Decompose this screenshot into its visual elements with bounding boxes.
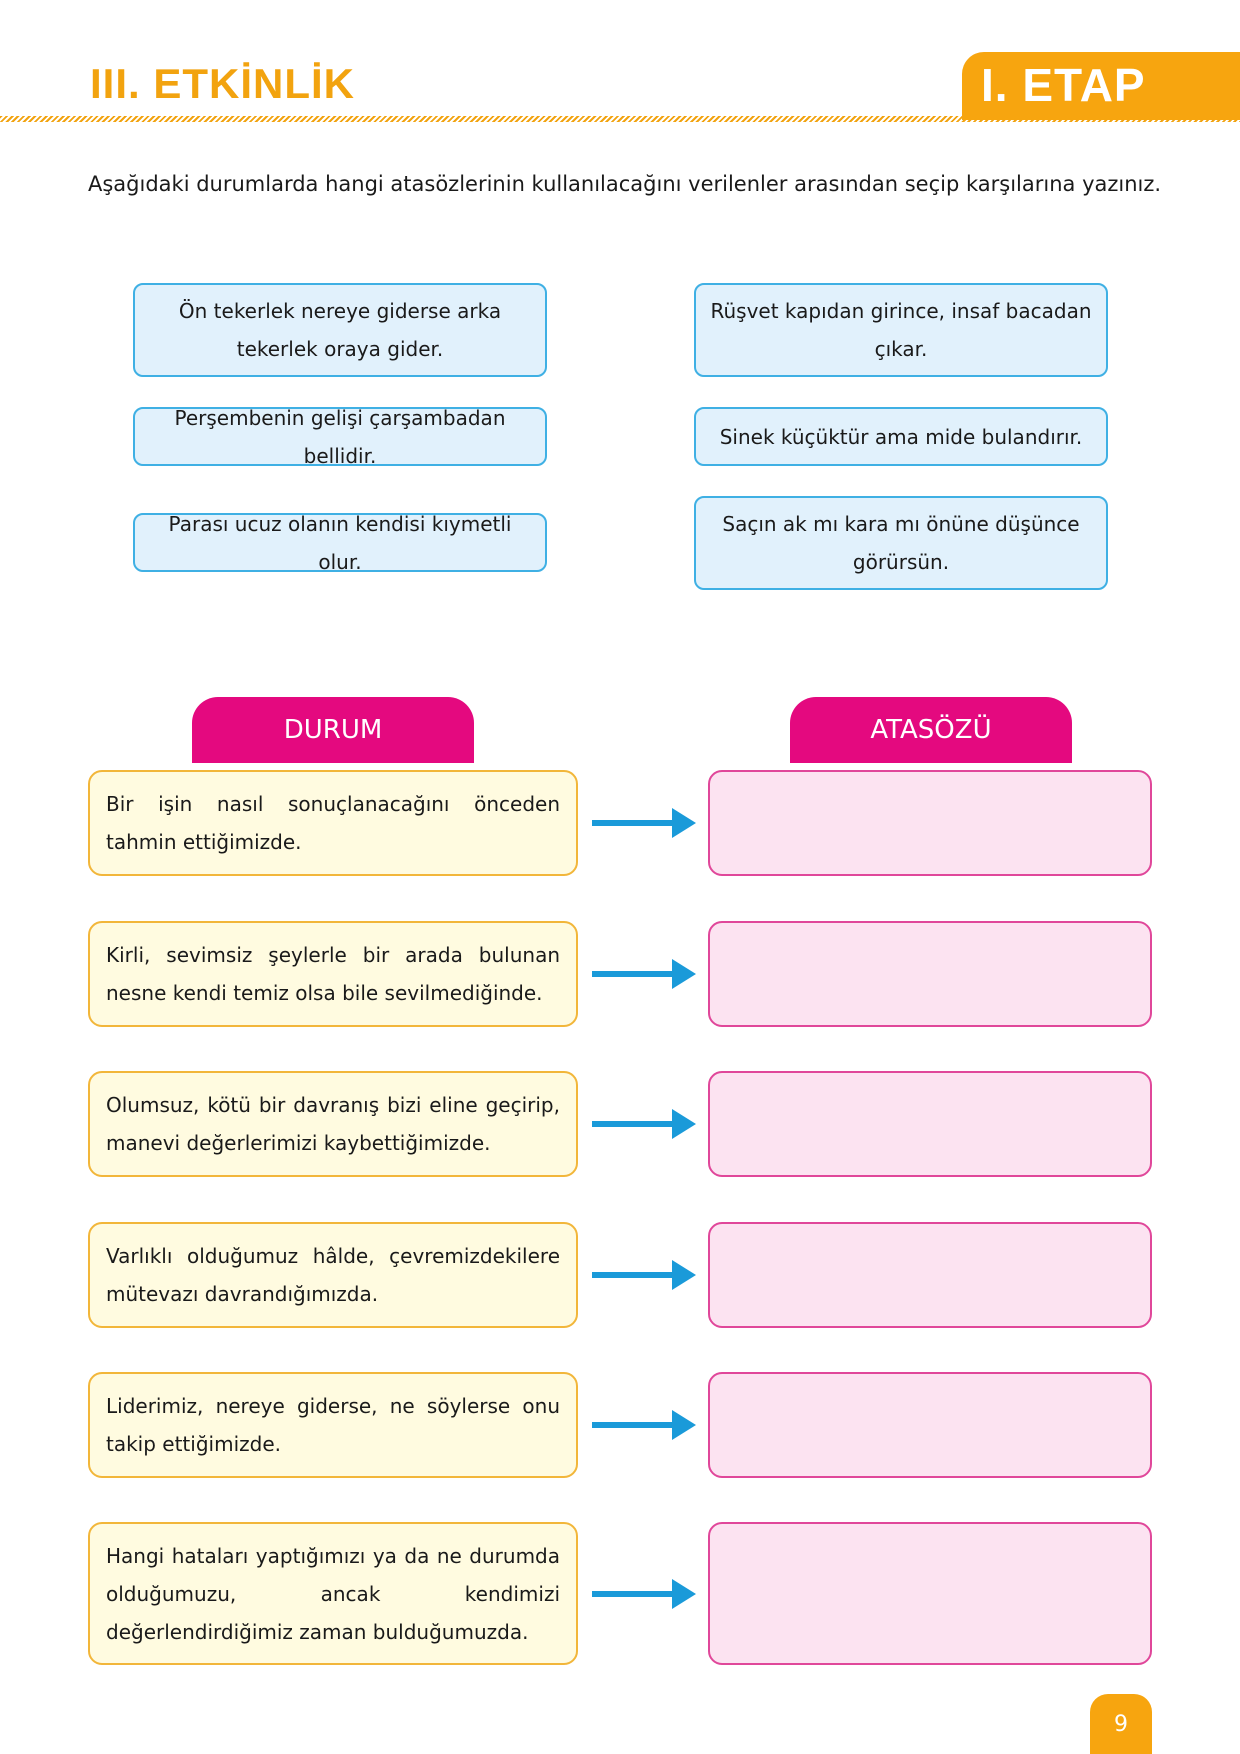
arrow-right-icon bbox=[592, 1109, 696, 1139]
situation-text: Bir işin nasıl sonuçlanacağını önceden t… bbox=[106, 792, 560, 854]
proverb-text: Perşembenin gelişi çarşambadan bellidir. bbox=[174, 405, 506, 468]
situation-box: Bir işin nasıl sonuçlanacağını önceden t… bbox=[88, 770, 578, 876]
proverb-text: Ön tekerlek nereye giderse arka tekerlek… bbox=[178, 299, 502, 361]
proverb-text: Saçın ak mı kara mı önüne düşünce görürs… bbox=[722, 512, 1080, 574]
arrow-right-icon bbox=[592, 1579, 696, 1609]
arrow-right-icon bbox=[592, 959, 696, 989]
answer-box[interactable] bbox=[708, 770, 1152, 876]
section-title: III. ETKİNLİK bbox=[90, 60, 355, 107]
proverb-text: Sinek küçüktür ama mide bulandırır. bbox=[719, 424, 1083, 449]
arrow-right-icon bbox=[592, 1260, 696, 1290]
header-divider bbox=[0, 116, 1240, 122]
proverb-option: Perşembenin gelişi çarşambadan bellidir. bbox=[133, 406, 547, 468]
situation-text: Kirli, sevimsiz şeylerle bir arada bulun… bbox=[106, 943, 560, 1005]
proverb-option: Ön tekerlek nereye giderse arka tekerlek… bbox=[133, 283, 547, 377]
situation-text: Olumsuz, kötü bir davranış bizi eline ge… bbox=[106, 1093, 560, 1155]
stage-tab: I. ETAP bbox=[962, 52, 1240, 120]
proverb-option: Parası ucuz olanın kendisi kıymetli olur… bbox=[133, 512, 547, 574]
proverb-text: Parası ucuz olanın kendisi kıymetli olur… bbox=[168, 511, 512, 574]
answer-box[interactable] bbox=[708, 1071, 1152, 1177]
proverb-option: Saçın ak mı kara mı önüne düşünce görürs… bbox=[694, 496, 1108, 590]
situation-box: Kirli, sevimsiz şeylerle bir arada bulun… bbox=[88, 921, 578, 1027]
arrow-right-icon bbox=[592, 1410, 696, 1440]
page-number: 9 bbox=[1090, 1694, 1152, 1754]
situation-box: Varlıklı olduğumuz hâlde, çevremizdekile… bbox=[88, 1222, 578, 1328]
situation-box: Liderimiz, nereye giderse, ne söylerse o… bbox=[88, 1372, 578, 1478]
proverb-text: Rüşvet kapıdan girince, insaf bacadan çı… bbox=[710, 299, 1092, 361]
situation-text: Liderimiz, nereye giderse, ne söylerse o… bbox=[106, 1394, 560, 1456]
answer-box[interactable] bbox=[708, 1372, 1152, 1478]
proverb-option: Rüşvet kapıdan girince, insaf bacadan çı… bbox=[694, 283, 1108, 377]
situation-text: Varlıklı olduğumuz hâlde, çevremizdekile… bbox=[106, 1244, 560, 1306]
answer-box[interactable] bbox=[708, 921, 1152, 1027]
answer-box[interactable] bbox=[708, 1222, 1152, 1328]
situation-column-header: DURUM bbox=[192, 697, 474, 763]
answer-box[interactable] bbox=[708, 1522, 1152, 1665]
arrow-right-icon bbox=[592, 808, 696, 838]
situation-text: Hangi hataları yaptığımızı ya da ne duru… bbox=[106, 1543, 560, 1644]
situation-box: Olumsuz, kötü bir davranış bizi eline ge… bbox=[88, 1071, 578, 1177]
proverb-option: Sinek küçüktür ama mide bulandırır. bbox=[694, 407, 1108, 466]
proverb-column-header: ATASÖZÜ bbox=[790, 697, 1072, 763]
stage-label: I. ETAP bbox=[981, 59, 1146, 111]
instruction-text: Aşağıdaki durumlarda hangi atasözlerinin… bbox=[88, 172, 1162, 196]
situation-box: Hangi hataları yaptığımızı ya da ne duru… bbox=[88, 1522, 578, 1665]
